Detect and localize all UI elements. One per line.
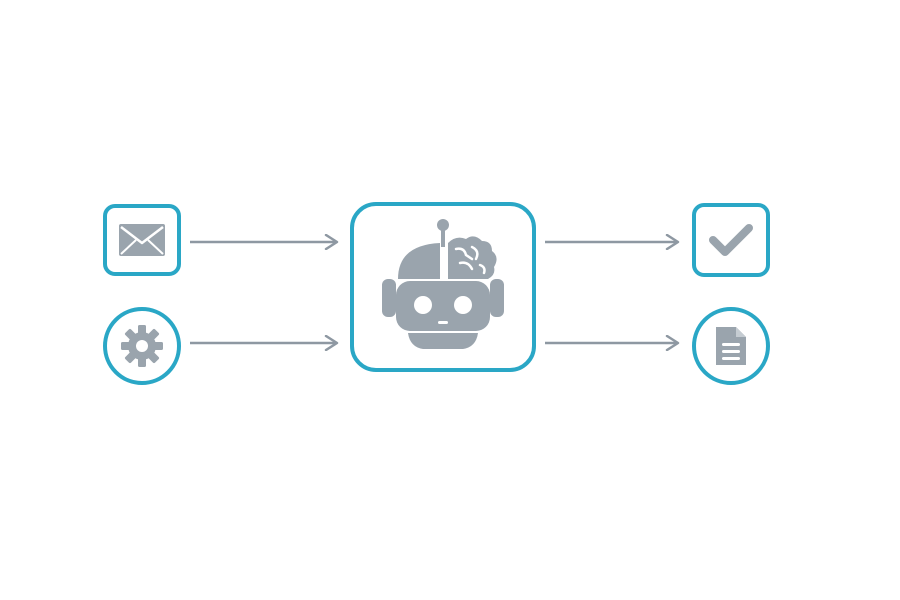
arrow-email-to-agent (190, 234, 340, 250)
checkmark-icon (707, 220, 755, 260)
ai-agent-node (350, 202, 536, 372)
document-output-node (692, 307, 770, 385)
gear-icon (119, 323, 165, 369)
robot-brain-icon (368, 217, 518, 357)
approved-output-node (692, 203, 770, 277)
arrow-agent-to-document (545, 335, 681, 351)
document-icon (714, 325, 748, 367)
arrow-settings-to-agent (190, 335, 340, 351)
email-input-node (103, 204, 181, 276)
arrow-agent-to-approved (545, 234, 681, 250)
envelope-icon (118, 223, 166, 257)
settings-input-node (103, 307, 181, 385)
